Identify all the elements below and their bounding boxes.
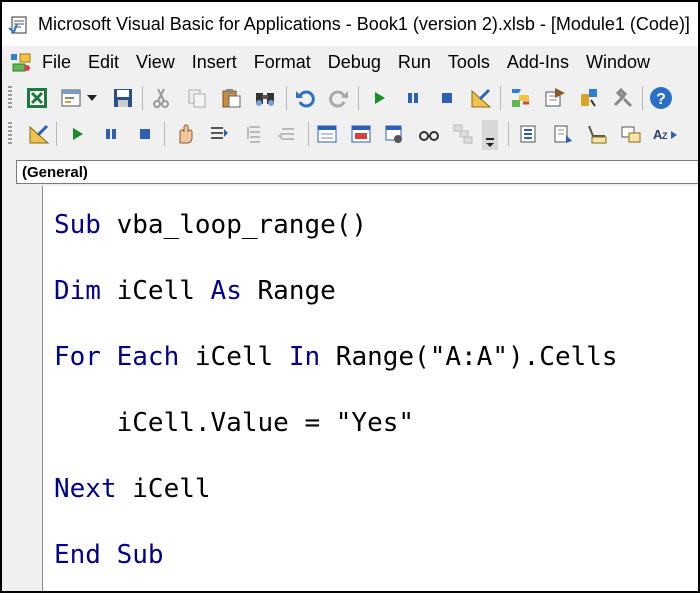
code-line-6[interactable]: End Sub: [54, 522, 618, 588]
reset-icon[interactable]: [132, 121, 158, 147]
code-text-segment: iCell.Value = "Yes": [54, 408, 415, 438]
object-browser-icon[interactable]: [576, 85, 602, 111]
code-line-2[interactable]: Dim iCell As Range: [54, 258, 618, 324]
menu-add-ins[interactable]: Add-Ins: [506, 52, 569, 72]
watch-icon[interactable]: [382, 121, 408, 147]
margin-indicator-bar[interactable]: [2, 186, 43, 591]
code-line-1[interactable]: Sub vba_loop_range(): [54, 192, 618, 258]
toolbox-icon[interactable]: [610, 85, 636, 111]
run-icon[interactable]: [366, 85, 392, 111]
keyword: Sub: [116, 540, 164, 570]
keyword: Sub: [54, 210, 101, 240]
step-out-icon[interactable]: [274, 121, 300, 147]
overflow-arrow-icon[interactable]: [482, 120, 498, 150]
svg-text:Z: Z: [662, 131, 668, 141]
design-mode-icon[interactable]: [468, 85, 494, 111]
code-text-segment: iCell: [179, 342, 289, 372]
keyword: End: [54, 540, 101, 570]
redo-icon[interactable]: [326, 85, 352, 111]
toggle-breakpoint-icon[interactable]: [172, 121, 198, 147]
title-bar: Microsoft Visual Basic for Applications …: [2, 2, 698, 46]
menu-bar: File Edit View Insert Format Debug Run T…: [2, 46, 698, 78]
step-into-icon[interactable]: [206, 121, 232, 147]
vba-app-icon: [8, 16, 27, 34]
keyword: Each: [116, 342, 180, 372]
reset-icon[interactable]: [434, 85, 460, 111]
keyword: As: [210, 276, 242, 306]
copy-icon[interactable]: [184, 85, 210, 111]
insert-userform-icon[interactable]: [58, 85, 84, 111]
find-icon[interactable]: [252, 85, 278, 111]
object-combo-bar: (General): [2, 152, 698, 186]
object-combo-value: (General): [22, 164, 88, 181]
immediate-icon[interactable]: [348, 121, 374, 147]
menu-window[interactable]: Window: [585, 52, 650, 72]
svg-text:?: ?: [656, 91, 666, 108]
design-mode-icon[interactable]: [26, 121, 52, 147]
toolbar-grip[interactable]: [8, 122, 12, 146]
break-icon[interactable]: [98, 121, 124, 147]
code-text-segment: vba_loop_range(): [100, 210, 368, 240]
svg-text:A: A: [653, 127, 663, 142]
run-icon[interactable]: [64, 121, 90, 147]
dropdown-arrow-icon[interactable]: [84, 85, 100, 111]
menu-edit[interactable]: Edit: [88, 52, 120, 72]
project-explorer-icon[interactable]: [508, 85, 534, 111]
code-line-4[interactable]: iCell.Value = "Yes": [54, 390, 618, 456]
menu-format[interactable]: Format: [253, 52, 311, 72]
keyword: Dim: [54, 276, 101, 306]
keyword: Next: [54, 474, 117, 504]
paste-icon[interactable]: [218, 85, 244, 111]
code-line-3[interactable]: For Each iCell In Range("A:A").Cells: [54, 324, 618, 390]
menu-debug[interactable]: Debug: [327, 52, 381, 72]
step-over-icon[interactable]: [240, 121, 266, 147]
code-line-5[interactable]: Next iCell: [54, 456, 618, 522]
quick-info-icon[interactable]: [584, 121, 610, 147]
menu-view[interactable]: View: [136, 52, 175, 72]
call-stack-icon[interactable]: [450, 121, 476, 147]
undo-icon[interactable]: [292, 85, 318, 111]
locals-icon[interactable]: [314, 121, 340, 147]
code-text-segment: Range("A:A").Cells: [320, 342, 618, 372]
help-icon[interactable]: ?: [648, 85, 674, 111]
parameter-info-icon[interactable]: [618, 121, 644, 147]
save-icon[interactable]: [110, 85, 136, 111]
code-text-segment: iCell: [116, 474, 211, 504]
menu-tools[interactable]: Tools: [447, 52, 490, 72]
standard-toolbar: ?: [2, 80, 698, 116]
quick-watch-icon[interactable]: [416, 121, 442, 147]
list-constants-icon[interactable]: [550, 121, 576, 147]
code-text-segment: Range: [241, 276, 336, 306]
menu-insert[interactable]: Insert: [191, 52, 237, 72]
menu-file[interactable]: File: [42, 52, 72, 72]
break-icon[interactable]: [400, 85, 426, 111]
excel-view-icon[interactable]: [24, 85, 50, 111]
keyword: For: [54, 342, 101, 372]
code-text-segment: iCell: [100, 276, 211, 306]
list-properties-icon[interactable]: [516, 121, 542, 147]
menu-run[interactable]: Run: [397, 52, 431, 72]
window-title: Microsoft Visual Basic for Applications …: [38, 14, 690, 34]
cut-icon[interactable]: [148, 85, 174, 111]
module-icon[interactable]: [8, 50, 34, 74]
properties-window-icon[interactable]: [542, 85, 568, 111]
toolbar-grip[interactable]: [8, 86, 12, 110]
object-combo[interactable]: (General): [16, 160, 698, 184]
keyword: In: [288, 342, 321, 372]
